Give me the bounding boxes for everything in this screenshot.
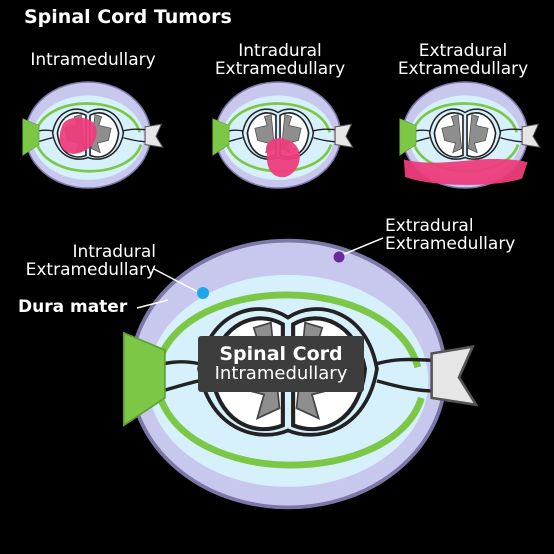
label-line2: Extramedullary: [385, 234, 516, 255]
label-intradural-extramedullary: Intradural Extramedullary: [6, 243, 156, 280]
leader-line-intradural: [153, 268, 201, 294]
panel-extradural-crosssection: [398, 80, 542, 190]
panel-intramedullary-crosssection: [21, 80, 165, 190]
panel-intradural-crosssection: [211, 80, 355, 190]
label-line2: Extramedullary: [25, 260, 156, 281]
panel-label-line1: Extradural: [418, 41, 508, 61]
panel-label-text: Intramedullary: [30, 50, 156, 70]
panel-label-line1: Intradural: [238, 41, 322, 61]
panel-label-line2: Extramedullary: [397, 59, 529, 80]
label-line1: Extradural: [385, 216, 474, 236]
intramedullary-label: Intramedullary: [214, 362, 348, 384]
leader-line-dura: [136, 299, 169, 309]
label-line1: Intradural: [72, 242, 156, 262]
panel-label-line2: Extramedullary: [214, 59, 346, 80]
panel-label-intramedullary: Intramedullary: [18, 51, 168, 69]
leader-line-extradural: [341, 237, 384, 256]
extradural-marker-dot: [333, 251, 345, 263]
label-extradural-extramedullary: Extradural Extramedullary: [385, 217, 545, 254]
page-title: Spinal Cord Tumors: [24, 6, 232, 28]
panel-label-extradural: Extradural Extramedullary: [388, 42, 538, 79]
intradural-marker-dot: [197, 287, 209, 299]
spinal-cord-label-box: Spinal Cord Intramedullary: [198, 336, 364, 392]
spinal-cord-label: Spinal Cord: [219, 342, 343, 365]
panel-label-intradural: Intradural Extramedullary: [205, 42, 355, 79]
label-dura-mater: Dura mater: [18, 297, 128, 317]
